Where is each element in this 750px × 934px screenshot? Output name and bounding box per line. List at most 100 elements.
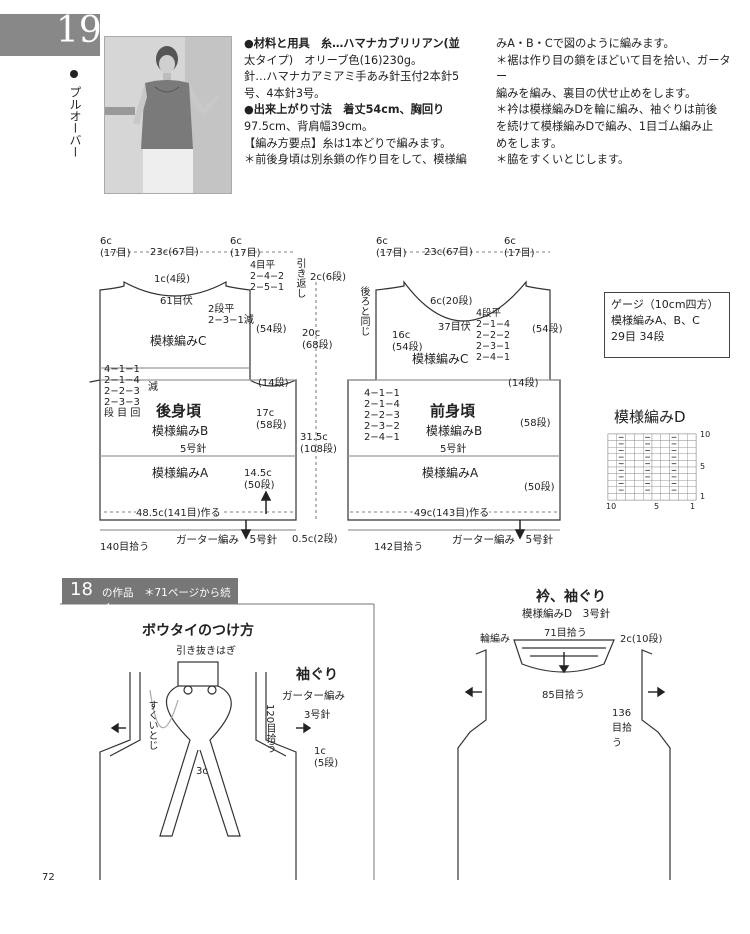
header-underline: [10, 54, 100, 56]
instruction-line: ＊衿は模様編みDを輪に編み、袖ぐりは前後: [496, 103, 718, 117]
pattern-d-cell: [651, 440, 662, 448]
pattern-d-col-left: 10: [606, 502, 617, 511]
pattern-d-row-bot: 1: [700, 492, 706, 501]
pattern-d-cell: [660, 433, 670, 441]
pattern-d-cell: [625, 460, 635, 468]
front-neck-bind: 6c(20段): [430, 296, 473, 307]
back-rows14: (14段): [258, 378, 289, 389]
section-18-label: の作品 ＊71ページから続く: [102, 587, 231, 614]
front-rows54a: (54段): [532, 324, 563, 335]
pattern-d-cell: [607, 486, 618, 494]
pattern-d-cell: [687, 480, 697, 488]
pattern-number: 19: [56, 10, 102, 51]
pattern-d-cell: [634, 466, 644, 474]
back-hem: 0.5c(2段): [292, 534, 338, 545]
pattern-d-cell: [678, 466, 688, 474]
pattern-d-cell: [678, 486, 688, 494]
pattern-d-cell: [687, 493, 697, 501]
pattern-d-col-right: 1: [690, 502, 696, 511]
instruction-line: 太タイプ) オリーブ色(16)230g。: [244, 53, 423, 67]
photo-caption: 20ページの作品: [108, 24, 188, 37]
pattern-d-cell: [625, 493, 635, 501]
photo-illustration: [105, 37, 231, 193]
instruction-line: ●材料と用具 糸…ハマナカブリリアン(並: [244, 37, 460, 50]
back-len315: 31.5c (108段): [300, 432, 337, 455]
back-pattern-b: 模様編みB: [152, 424, 209, 438]
pattern-d-cell: [634, 433, 644, 441]
pattern-d-cell: [651, 486, 662, 494]
pattern-d-cell: [651, 447, 662, 455]
front-pattern-a: 模様編みA: [422, 466, 479, 480]
back-pattern-a: 模様編みA: [152, 466, 209, 480]
pattern-d-cell: [660, 480, 670, 488]
bullet-dot: [70, 70, 78, 78]
pattern-d-cell: [607, 453, 618, 461]
pattern-d-cell: [607, 473, 618, 481]
bowtie-sleeve-needle: 3号針: [304, 710, 331, 721]
front-needle: 5号針: [440, 444, 467, 455]
collar-pick71: 71目拾う: [544, 628, 587, 639]
back-len145: 14.5c (50段): [244, 468, 275, 491]
pattern-d-cell: [625, 453, 635, 461]
back-garter: ガーター編み 5号針: [176, 534, 278, 546]
pattern-d-cell: [634, 447, 644, 455]
pattern-d-cell: [678, 493, 688, 501]
pattern-d-cell: [678, 447, 688, 455]
pattern-d-cell: [634, 460, 644, 468]
pattern-d-cell: [634, 480, 644, 488]
garment-name: プルオーバー: [68, 86, 82, 158]
bowtie-len3: 3c: [196, 766, 208, 777]
pattern-d-cell: [660, 473, 670, 481]
pattern-d-cell: [687, 486, 697, 494]
back-title: 後身頃: [156, 402, 202, 420]
pattern-d-cell: [660, 493, 670, 501]
back-top-right: 6c (17目): [230, 236, 261, 259]
front-rows14: (14段): [508, 378, 539, 389]
instruction-line: ＊脇をすくいとじします。: [496, 153, 630, 167]
bowtie-sleeve-title: 袖ぐり: [296, 667, 338, 683]
pattern-d-cell: [607, 493, 618, 501]
back-len17: 17c (58段): [256, 408, 287, 431]
bowtie-sleeve-sub: ガーター編み: [282, 690, 345, 702]
pattern-d-cell: [625, 480, 635, 488]
pattern-d-cell: [687, 460, 697, 468]
back-top-mid: 23c(67目): [150, 247, 199, 258]
pattern-d-cell: [651, 480, 662, 488]
pattern-d-cell: [687, 440, 697, 448]
pattern-d-title: 模様編みD: [614, 408, 686, 426]
instructions-column-1: ●材料と用具 糸…ハマナカブリリアン(並 太タイプ) オリーブ色(16)230g…: [244, 36, 480, 169]
back-top-left: 6c (17目): [100, 236, 131, 259]
front-top-left: 6c (17目): [376, 236, 407, 259]
instruction-line: 97.5cm、背肩幅39cm。: [244, 119, 374, 133]
front-pattern-c: 模様編みC: [412, 352, 469, 366]
pattern-d-cell: [651, 433, 662, 441]
front-left-dec: 4−1−1 2−1−4 2−2−3 2−3−2 2−4−1: [364, 388, 400, 443]
pattern-d-cell: [678, 480, 688, 488]
collar-diagram: [457, 639, 671, 880]
pattern-d-row-mid: 5: [700, 462, 706, 471]
pattern-d-cell: [651, 460, 662, 468]
pattern-d-cell: [687, 447, 697, 455]
back-cast: 48.5c(141目)作る: [136, 504, 221, 519]
pattern-d-cell: [625, 433, 635, 441]
front-body-diagram: [347, 280, 561, 521]
pattern-d-cell: [625, 486, 635, 494]
model-photo: [104, 36, 232, 194]
pattern-d-row-top: 10: [700, 430, 711, 439]
pattern-d-cell: [687, 466, 697, 474]
pattern-d-cell: [651, 493, 662, 501]
pattern-d-cell: [678, 440, 688, 448]
instruction-line: 号、4本針3号。: [244, 86, 326, 100]
pattern-d-cell: [651, 466, 662, 474]
instruction-line: ●出来上がり寸法 着丈54cm、胸回り: [244, 103, 445, 117]
back-turn: 引き返し: [294, 258, 305, 298]
front-cast: 49c(143目)作る: [414, 504, 490, 519]
pattern-d-cell: [625, 447, 635, 455]
pattern-d-cell: [634, 440, 644, 448]
pattern-d-cell: [651, 473, 662, 481]
front-top-right: 6c (17目): [504, 236, 535, 259]
pattern-d-cell: [634, 473, 644, 481]
pattern-d-cell: [678, 473, 688, 481]
pattern-d-cell: [660, 486, 670, 494]
